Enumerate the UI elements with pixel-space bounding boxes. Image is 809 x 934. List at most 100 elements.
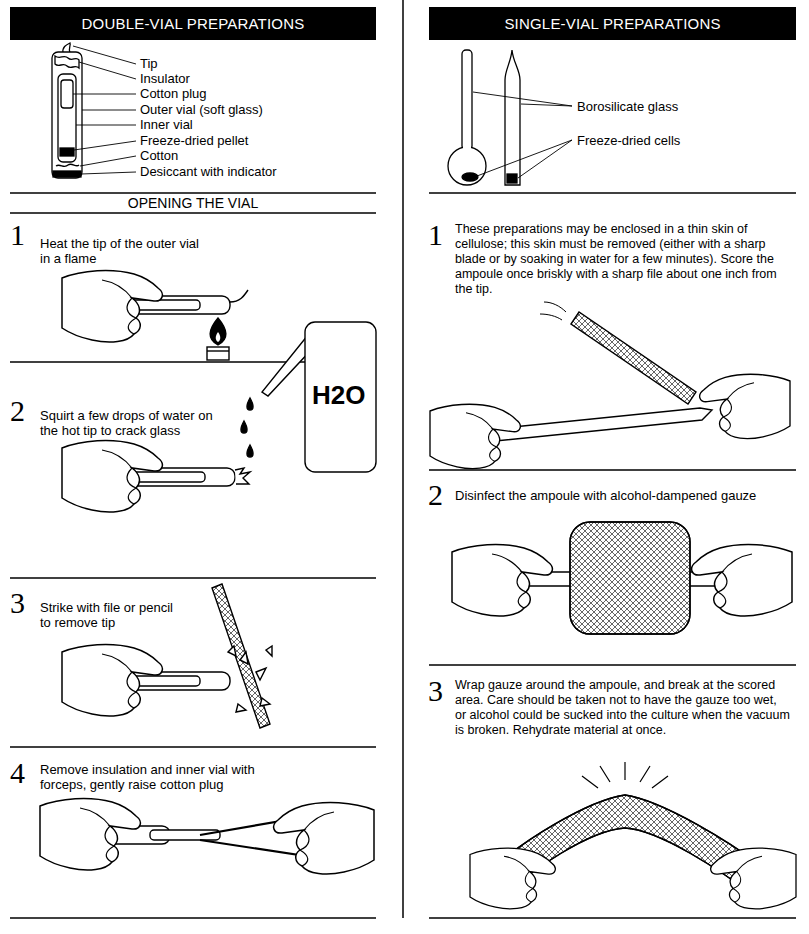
illustration-part [60,148,74,156]
illustration-part [462,50,472,150]
illustration-part [429,469,796,471]
header-band: DOUBLE-VIAL PREPARATIONS [10,7,376,40]
illustration-part [76,125,136,126]
illustration-part [463,144,471,150]
illustration-part [10,577,376,579]
illustration-part [507,174,517,183]
illustration-part [477,140,572,176]
illustration-part [402,0,404,918]
step-number: 3 [428,676,443,706]
illustration-part [73,46,136,64]
illustration-part [274,803,374,874]
step-number: 2 [10,396,25,426]
illustration-part [247,445,253,457]
illustration-part [52,52,82,178]
header-text: DOUBLE-VIAL PREPARATIONS [82,15,305,32]
illustration-part [692,545,792,616]
illustration-part [473,92,572,106]
header-text: SINGLE-VIAL PREPARATIONS [504,15,720,32]
leader-lines [473,92,572,178]
illustration-part [212,584,270,728]
step-number: 3 [10,588,25,618]
leader-lines [73,46,136,174]
illustration-part [80,156,136,166]
illustration-part [230,290,248,302]
step-text: Disinfect the ampoule with alcohol-dampe… [455,488,790,503]
illustration-part [518,140,572,178]
illustration-part [81,172,136,174]
illustration-part [260,698,270,706]
step-text: Remove insulation and inner vial with fo… [40,762,275,792]
illustration-part [470,848,555,909]
illustration-part [247,398,253,410]
step-number: 1 [10,220,25,250]
illustration-part [241,421,247,433]
illustration-part [429,664,796,666]
illustration-part [210,318,226,345]
illustration-part [430,404,520,468]
illustration-part [235,468,250,484]
illustration-part [10,746,376,748]
step-number: 4 [10,758,25,788]
illustration-part [256,668,266,680]
illustration-part [10,212,376,214]
illustration-part [62,441,162,512]
part-label: Cotton plug [140,86,207,101]
illustration-part [79,62,136,79]
illustration-part [73,94,136,95]
illustration-part [61,80,73,108]
score-ampoule-figure [430,302,790,469]
illustration-part [571,312,696,404]
part-label: Cotton [140,148,178,163]
bottle-label: H2O [312,382,365,408]
illustration-part [82,110,136,111]
divider-lines [10,0,796,918]
disinfect-figure [452,522,792,634]
illustration-part [62,271,162,342]
illustration-part [228,646,236,656]
part-label: Borosilicate glass [577,99,678,114]
step-text: Wrap gauze around the ampoule, and break… [455,678,790,738]
illustration-part [10,917,376,919]
illustration-part [216,332,221,342]
illustration-part [40,799,140,870]
part-label: Outer vial (soft glass) [140,102,263,117]
forceps-figure [40,799,374,874]
illustration-part [429,192,796,194]
illustration-part [240,652,248,664]
illustration-part [521,104,572,106]
illustration-part [62,645,162,716]
section-heading: OPENING THE VIAL [10,195,376,212]
part-label: Freeze-dried cells [577,133,680,148]
step-text: Squirt a few drops of water on the hot t… [40,408,215,438]
illustration-part [58,74,76,162]
step-text: Heat the tip of the outer vial in a flam… [40,236,200,266]
illustration-part [236,704,246,712]
illustration-part [266,646,272,656]
part-label: Desiccant with indicator [140,164,277,179]
double-vial-figure [52,43,82,178]
part-label: Tip [140,56,158,71]
illustration-part [305,322,376,472]
step-text: Strike with file or pencil to remove tip [40,600,180,630]
part-label: Insulator [140,71,190,86]
illustration-part [711,848,796,909]
illustration-part [150,830,220,840]
illustration-part [56,164,79,166]
illustration-part [570,522,690,634]
step-text: These preparations may be enclosed in a … [455,222,790,297]
header-band: SINGLE-VIAL PREPARATIONS [429,7,796,40]
illustration-part [540,302,566,320]
illustration-part [207,347,229,360]
illustration-part [700,374,790,438]
ampoule-figure [448,50,520,185]
break-ampoule-figure [470,762,796,909]
illustration-part [10,192,376,194]
illustration-part [570,522,690,634]
illustration-part [462,173,478,181]
step-number: 2 [428,480,443,510]
illustration-part [207,350,229,351]
illustration-part [429,917,796,919]
